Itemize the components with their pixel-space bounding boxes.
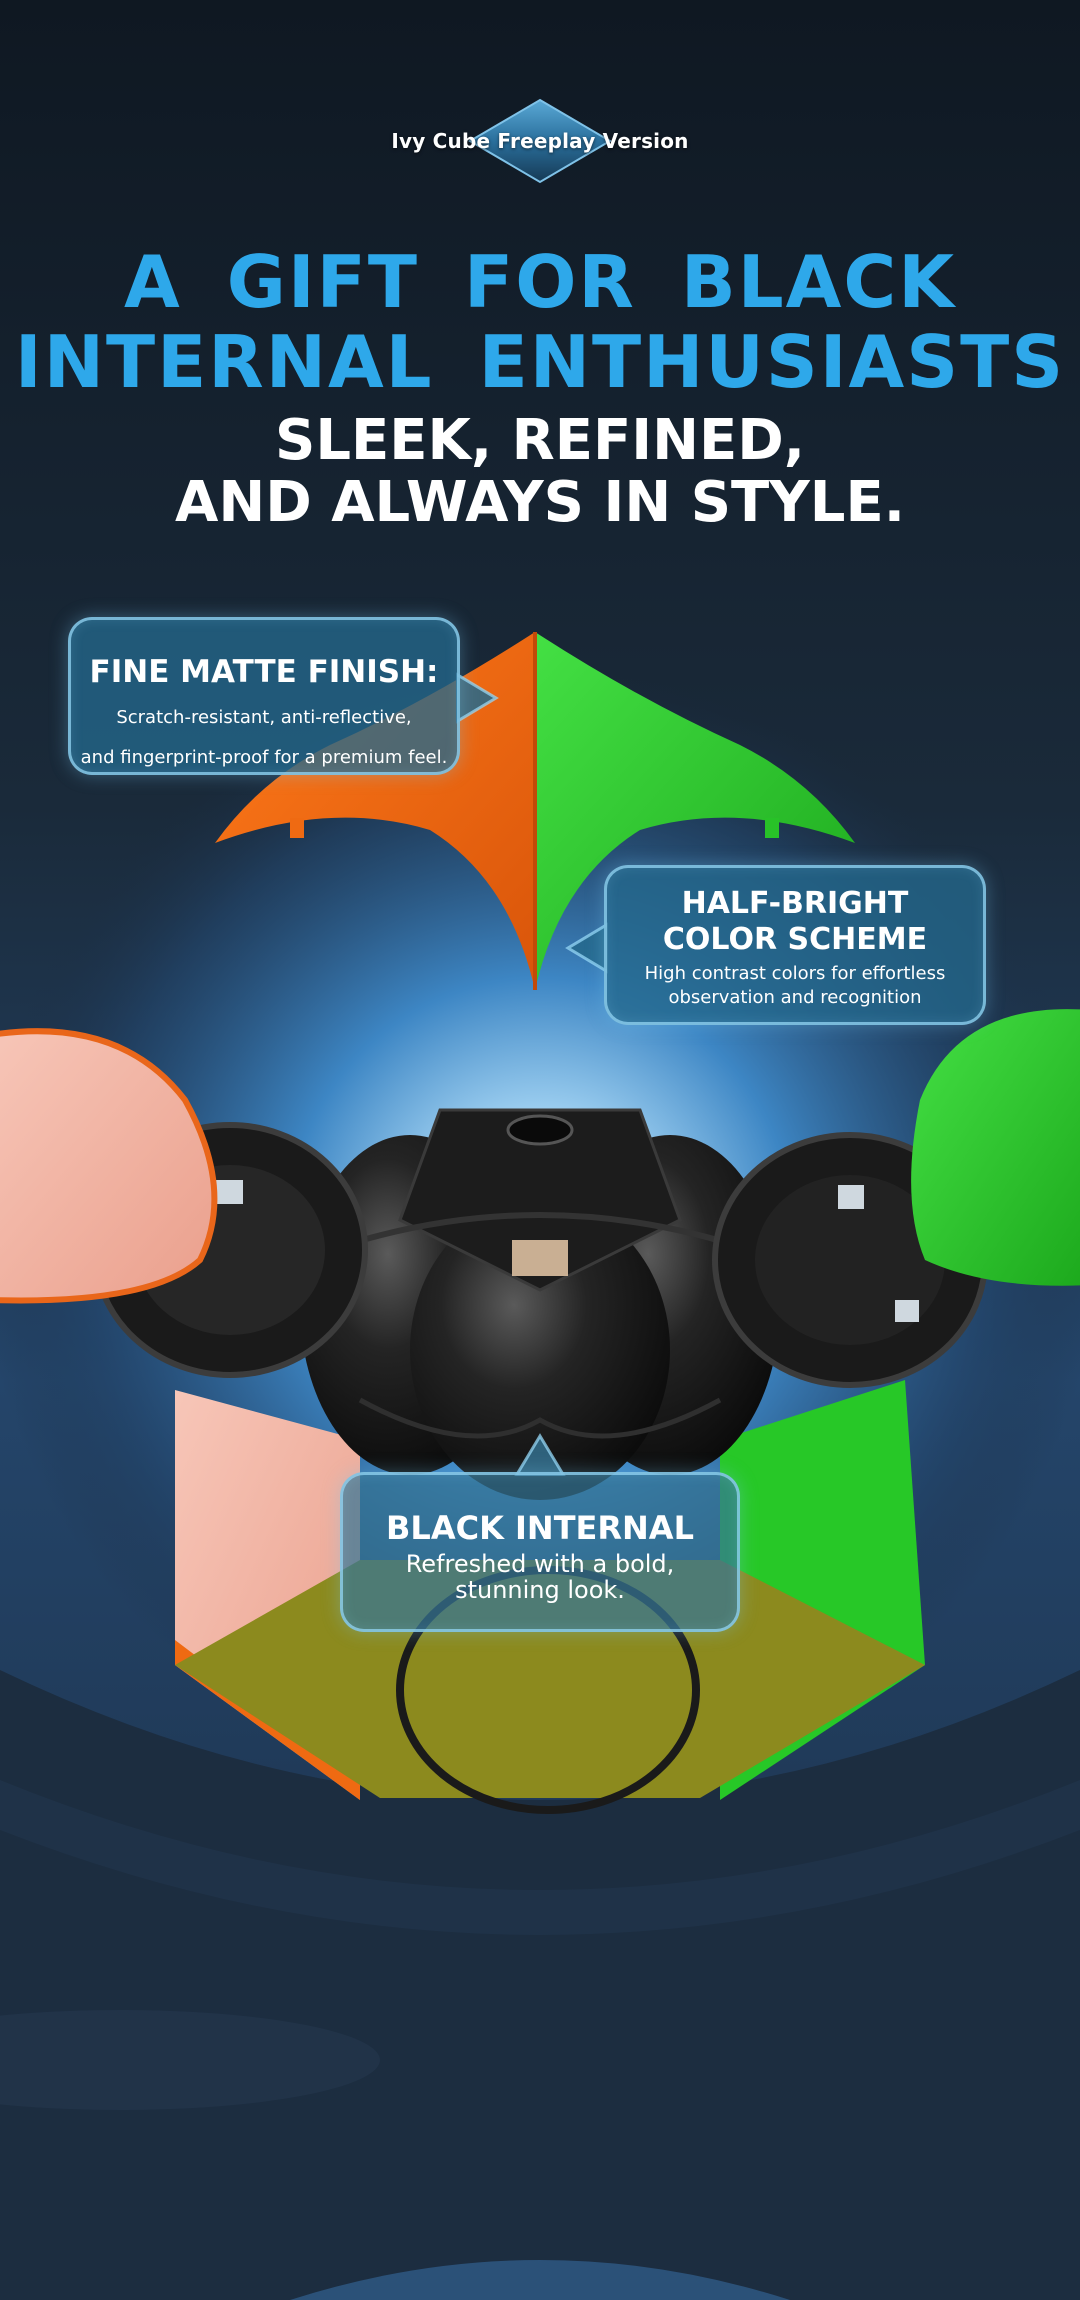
callout-internal-pointer <box>514 1433 566 1476</box>
callout-internal-title: BLACK INTERNAL <box>386 1509 694 1547</box>
headline-line-1: A GIFT FOR BLACK <box>123 240 957 324</box>
callout-matte-finish: FINE MATTE FINISH: Scratch-resistant, an… <box>68 617 460 775</box>
callout-matte-body-line-1: Scratch-resistant, anti-reflective, <box>116 707 412 728</box>
callout-internal-body-line-1: Refreshed with a bold, <box>405 1550 675 1578</box>
callout-color-pointer <box>565 922 608 974</box>
subheadline-line-2: AND ALWAYS IN STYLE. <box>175 470 905 535</box>
badge-shape <box>468 98 612 184</box>
callout-black-internal: BLACK INTERNAL Refreshed with a bold, st… <box>340 1472 740 1632</box>
callout-matte-body-line-2: and fingerprint-proof for a premium feel… <box>80 747 448 768</box>
left-cap-piece <box>0 1028 368 1378</box>
product-badge: Ivy Cube Freeplay Version <box>390 100 690 182</box>
callout-matte-pointer <box>456 672 499 724</box>
callout-matte-title: FINE MATTE FINISH: <box>89 654 439 690</box>
badge-label: Ivy Cube Freeplay Version <box>391 129 689 153</box>
callout-color-body-line-2: observation and recognition <box>668 987 922 1008</box>
right-cap-piece <box>712 1009 1080 1388</box>
callout-color-body-line-1: High contrast colors for effortless <box>644 963 946 984</box>
subheadline-line-1: SLEEK, REFINED, <box>274 408 806 473</box>
callout-color-scheme: HALF-BRIGHT COLOR SCHEME High contrast c… <box>604 865 986 1025</box>
callout-color-title-line-2: COLOR SCHEME <box>662 922 928 957</box>
callout-color-title-line-1: HALF-BRIGHT <box>681 886 909 921</box>
headline-line-2: INTERNAL ENTHUSIASTS <box>14 320 1066 404</box>
callout-internal-body-line-2: stunning look. <box>455 1576 625 1604</box>
